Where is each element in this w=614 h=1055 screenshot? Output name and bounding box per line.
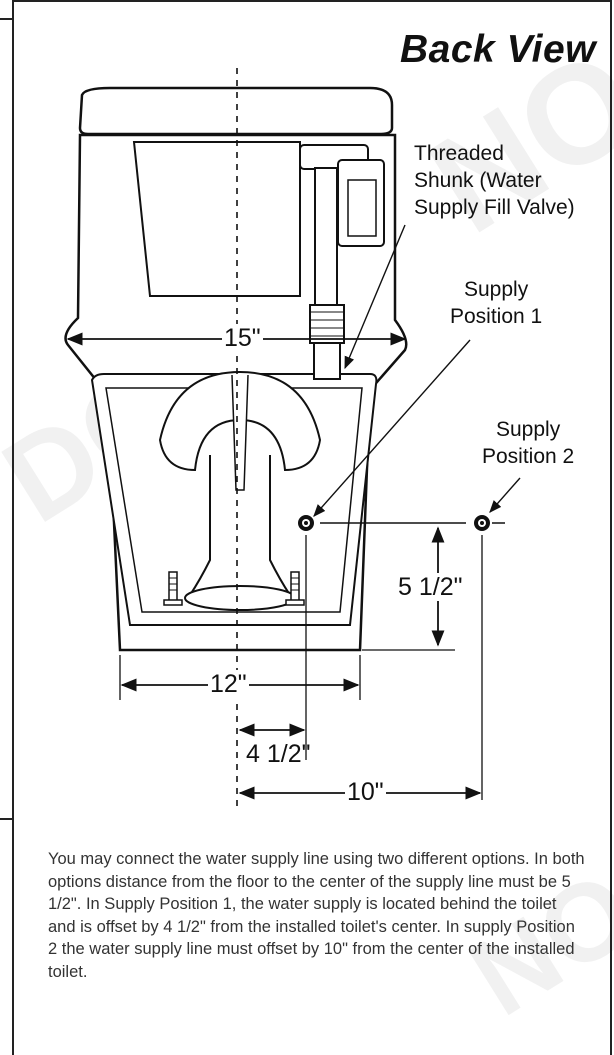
label-line: Shunk (Water bbox=[414, 169, 542, 192]
tank-panel bbox=[132, 141, 301, 297]
trap-bend bbox=[158, 370, 322, 472]
margin-rule-top bbox=[0, 18, 12, 20]
supply-position-1-marker bbox=[298, 515, 314, 531]
center-rib bbox=[231, 374, 249, 491]
supply-position-2-marker bbox=[474, 515, 490, 531]
margin-rule-bottom bbox=[0, 818, 12, 820]
label-line: Position 2 bbox=[482, 445, 575, 468]
dim-label-15: 15" bbox=[222, 324, 263, 352]
leader-fill-valve bbox=[344, 224, 406, 370]
leader-supply-2 bbox=[489, 477, 521, 513]
label-line: Supply bbox=[464, 278, 529, 301]
frame-top bbox=[12, 0, 612, 2]
fill-valve-label: Threaded Shunk (Water Supply Fill Valve) bbox=[414, 140, 575, 221]
label-line: Position 1 bbox=[450, 305, 543, 328]
view-title: Back View bbox=[400, 28, 596, 71]
label-line: Threaded bbox=[414, 142, 504, 165]
frame-left bbox=[12, 0, 14, 1055]
supply-position-2-label: Supply Position 2 bbox=[482, 416, 574, 470]
dim-label-5-5: 5 1/2" bbox=[396, 573, 465, 601]
leader-supply-1 bbox=[313, 339, 471, 517]
right-bolt bbox=[285, 571, 305, 606]
dim-label-4-5: 4 1/2" bbox=[246, 740, 311, 768]
left-bolt bbox=[163, 571, 183, 606]
frame-right bbox=[610, 0, 612, 1055]
installation-note: You may connect the water supply line us… bbox=[48, 850, 585, 981]
trap-outlet bbox=[184, 585, 296, 611]
dim-label-12: 12" bbox=[208, 670, 249, 698]
label-line: Supply Fill Valve) bbox=[414, 196, 575, 219]
supply-position-1-label: Supply Position 1 bbox=[450, 276, 542, 330]
label-line: Supply bbox=[496, 418, 561, 441]
page-frame bbox=[12, 0, 612, 1055]
tank-lid bbox=[78, 86, 394, 136]
fill-valve bbox=[299, 144, 385, 380]
dim-label-10: 10" bbox=[345, 778, 386, 806]
